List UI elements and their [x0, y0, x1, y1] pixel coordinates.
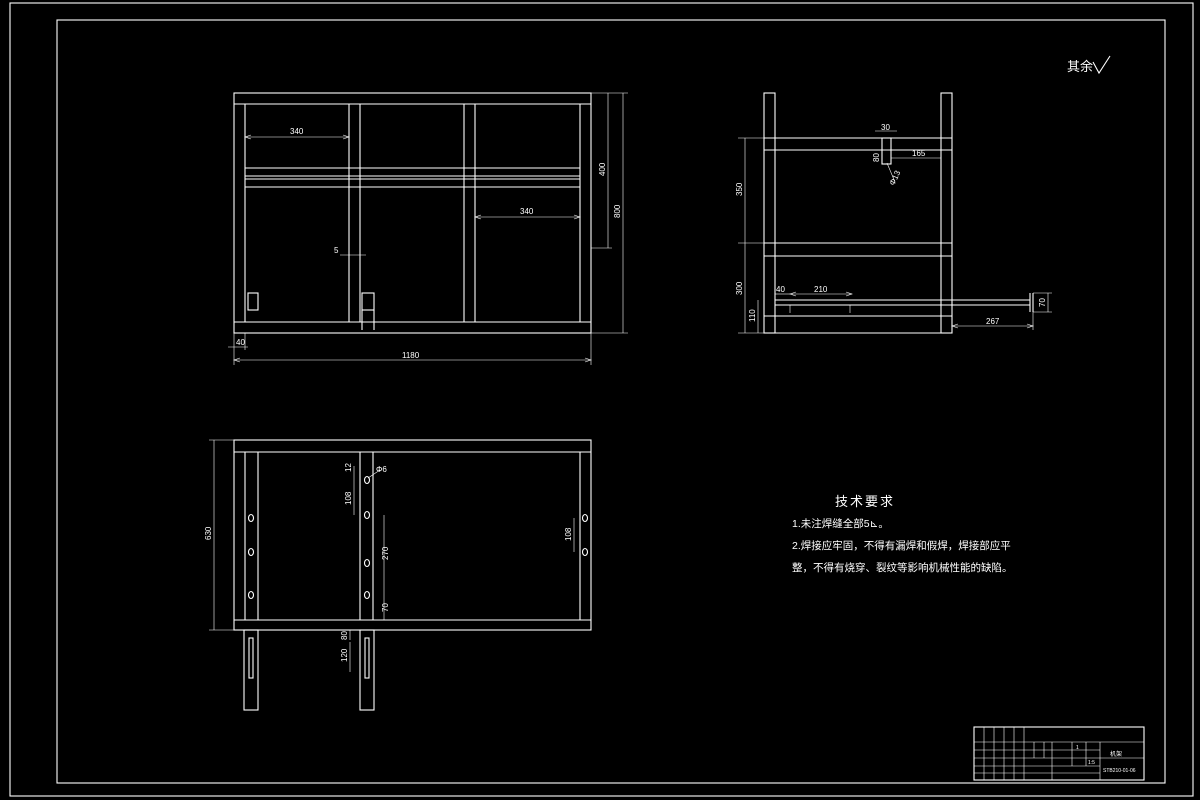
front-view: 340 340 5 400 800 40 1180 [228, 92, 628, 365]
dim-120: 120 [340, 648, 349, 662]
quantity: 1 [1076, 745, 1079, 751]
dim-630: 630 [204, 526, 213, 540]
part-name: 机架 [1110, 750, 1122, 758]
dim-phi6: Φ6 [376, 465, 387, 474]
tech-line-2: 2.焊接应牢固，不得有漏焊和假焊，焊接部应平 [792, 539, 1011, 552]
front-outline [233, 92, 592, 334]
dim-350: 350 [735, 182, 744, 196]
dim-340-top: 340 [290, 127, 304, 136]
dim-12: 12 [344, 463, 353, 472]
dim-80-top: 80 [340, 631, 349, 640]
dim-108a: 108 [344, 491, 353, 505]
dim-270: 270 [381, 546, 390, 560]
dim-40-side: 40 [776, 285, 785, 294]
drawing-number: STB210-01-06 [1103, 768, 1136, 774]
tech-requirements: 技术要求 1.未注焊缝全部5⊾。 2.焊接应牢固，不得有漏焊和假焊，焊接部应平 … [792, 494, 1013, 574]
dim-800: 800 [613, 204, 622, 218]
dim-210: 210 [814, 285, 828, 294]
dim-110: 110 [748, 309, 757, 322]
dim-5: 5 [334, 246, 339, 255]
dim-70-side: 70 [1038, 298, 1047, 307]
top-outline [233, 439, 592, 631]
dim-108b: 108 [564, 527, 573, 541]
side-view: 30 80 165 Φ13 350 300 110 40 210 267 70 [735, 92, 1052, 334]
dim-phi13: Φ13 [888, 169, 903, 187]
dim-40: 40 [236, 338, 245, 347]
dim-340-mid: 340 [520, 207, 534, 216]
roughness-note: 其余 [1067, 59, 1093, 74]
top-view: 630 12 Φ6 108 270 70 108 80 120 [204, 439, 592, 711]
scale: 1:5 [1088, 760, 1095, 766]
dim-165: 165 [912, 149, 926, 158]
dim-400: 400 [598, 162, 607, 176]
inner-frame [56, 19, 1166, 784]
dim-70-top: 70 [381, 603, 390, 612]
dim-80: 80 [872, 153, 881, 162]
dim-30: 30 [881, 123, 890, 132]
title-block: 机架 STB210-01-06 1 1:5 [973, 726, 1145, 781]
roughness-symbol: 其余 [1067, 55, 1111, 75]
outer-frame [9, 2, 1194, 797]
tech-line-3: 整，不得有烧穿、裂纹等影响机械性能的缺陷。 [792, 561, 1013, 574]
dim-1180: 1180 [402, 351, 420, 360]
tech-line-1: 1.未注焊缝全部5⊾。 [792, 517, 889, 530]
roughness-check-icon [1092, 55, 1111, 75]
dim-300: 300 [735, 281, 744, 295]
dim-267: 267 [986, 317, 1000, 326]
tech-title: 技术要求 [835, 494, 895, 509]
